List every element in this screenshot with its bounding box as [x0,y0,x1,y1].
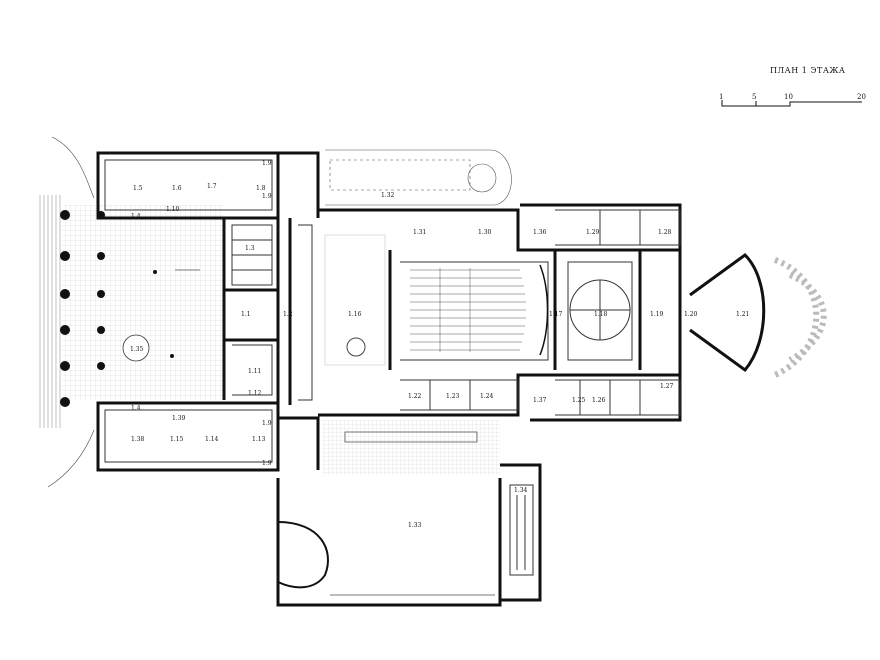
room-1-6: 1.6 [172,185,182,192]
room-1-9-d: 1.9 [262,460,272,467]
room-1-28: 1.28 [658,229,672,236]
room-1-34: 1.34 [514,487,528,494]
scale-label-10: 10 [784,93,793,101]
room-1-21: 1.21 [736,311,749,318]
room-1-11: 1.11 [248,368,261,375]
plan-title: ПЛАН 1 ЭТАЖА [770,66,846,75]
room-1-38: 1.38 [131,436,145,443]
room-1-19: 1.19 [650,311,664,318]
scale-label-20: 20 [857,93,866,101]
room-1-22: 1.22 [408,393,422,400]
room-1-18: 1.18 [594,311,608,318]
room-1-9-c: 1.9 [262,420,272,427]
room-1-7: 1.7 [207,183,217,190]
terrace-tables [325,149,512,206]
room-1-1: 1.1 [241,311,251,318]
room-1-26: 1.26 [592,397,606,404]
room-1-3: 1.3 [245,245,255,252]
courtyard-columns [60,210,174,407]
scale-label-5: 5 [752,93,756,101]
scale-label-1: 1 [719,93,723,101]
room-labels: 1.1 1.2 1.3 1.4 1.4 1.5 1.6 1.7 1.8 1.9 … [130,160,749,529]
room-1-27: 1.27 [660,383,674,390]
room-1-2: 1.2 [283,311,293,318]
room-1-39: 1.39 [172,415,186,422]
room-1-9-b: 1.9 [262,193,272,200]
room-1-16: 1.16 [348,311,362,318]
portico-steps [39,136,95,488]
room-1-9: 1.9 [262,160,272,167]
room-1-13: 1.13 [252,436,266,443]
room-1-20: 1.20 [684,311,698,318]
room-1-36: 1.36 [533,229,547,236]
scale-bar: 1 5 10 20 [719,93,866,107]
amphitheatre [689,253,827,378]
room-1-15: 1.15 [170,436,184,443]
hall-floor [322,420,500,475]
room-1-10: 1.10 [166,206,180,213]
room-1-25: 1.25 [572,397,586,404]
room-1-8: 1.8 [256,185,266,192]
room-1-30: 1.30 [478,229,492,236]
room-1-5: 1.5 [133,185,143,192]
room-1-12: 1.12 [248,390,262,397]
room-1-17: 1.17 [549,311,563,318]
room-1-33: 1.33 [408,522,422,529]
room-1-35: 1.35 [130,346,144,353]
room-1-4: 1.4 [131,213,141,220]
auditorium-seats [410,264,549,356]
room-1-29: 1.29 [586,229,600,236]
room-1-31: 1.31 [413,229,426,236]
room-1-4-b: 1.4 [131,405,141,412]
room-1-32: 1.32 [381,192,395,199]
room-1-14: 1.14 [205,436,219,443]
room-1-37: 1.37 [533,397,547,404]
room-1-24: 1.24 [480,393,494,400]
walls [96,151,682,607]
courtyard-area [62,205,224,400]
room-1-23: 1.23 [446,393,460,400]
